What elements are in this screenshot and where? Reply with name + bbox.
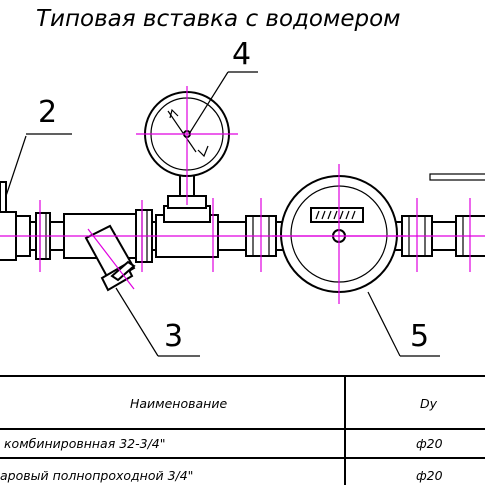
table-row-1-dy: ф20 <box>416 436 443 451</box>
callout-number-5: 5 <box>410 319 429 354</box>
table-row-1-name: комбинировнная 32-3/4" <box>4 436 166 451</box>
callout-4: 4 <box>188 37 258 135</box>
callout-number-4: 4 <box>232 37 251 72</box>
center-axes <box>0 86 485 304</box>
callout-2: 2 <box>26 95 72 135</box>
table-row-2-name: аровый полнопроходной 3/4" <box>0 468 193 483</box>
strainer-filter <box>63 209 153 292</box>
callout-5: 5 <box>367 291 440 357</box>
table-row-2-dy: ф20 <box>416 468 443 483</box>
table-header-name: Наименование <box>130 396 227 411</box>
drawing-title: Типовая вставка с водомером <box>36 6 401 32</box>
meter-outlet-nut <box>401 173 485 257</box>
specification-table: Наименование Dy комбинировнная 32-3/4" ф… <box>0 375 485 485</box>
callout-number-3: 3 <box>164 319 183 354</box>
callout-number-2: 2 <box>38 95 57 130</box>
meter-counter-window <box>310 207 364 223</box>
callout-3: 3 <box>115 287 200 357</box>
table-header-dy: Dy <box>420 396 438 411</box>
